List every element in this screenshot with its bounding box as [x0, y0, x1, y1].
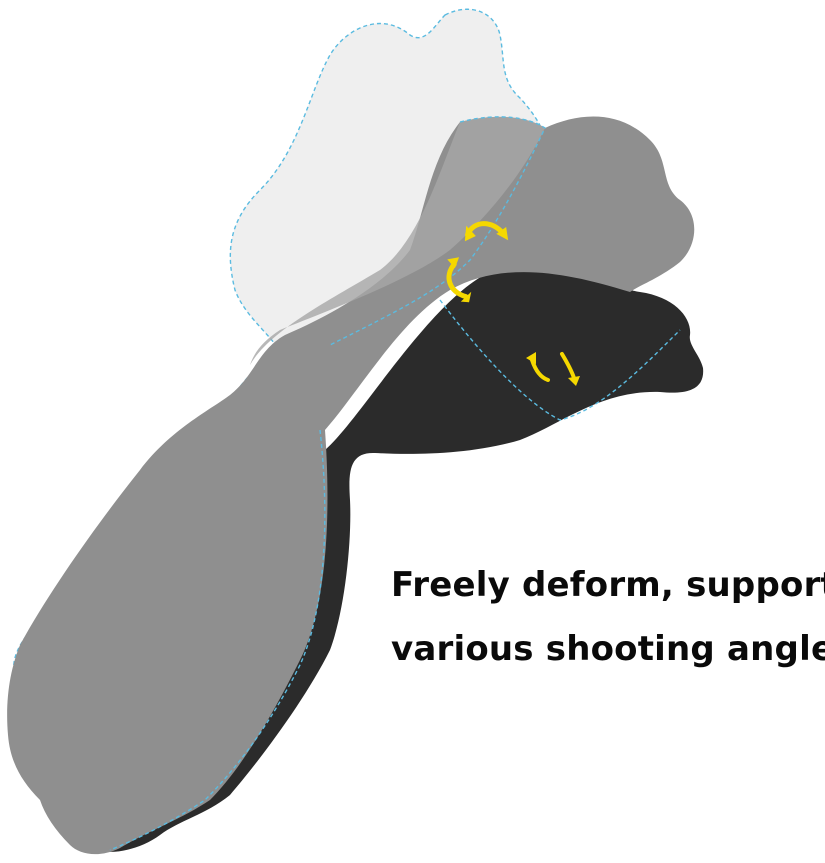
feature-caption: Freely deform, support various shooting … [391, 553, 825, 681]
grey-flexible-pad [7, 116, 695, 855]
curved-double-arrow-icon [526, 352, 580, 386]
grey-pad-highlight [250, 116, 545, 366]
caption-line-1: Freely deform, support [391, 565, 825, 605]
grey-pad-stitch-line [439, 299, 681, 421]
caption-line-2: various shooting angles [391, 629, 825, 669]
dark-pad-stitch-line [109, 429, 326, 851]
curved-double-arrow-icon [446, 257, 472, 303]
curved-double-arrow-icon [464, 221, 509, 242]
